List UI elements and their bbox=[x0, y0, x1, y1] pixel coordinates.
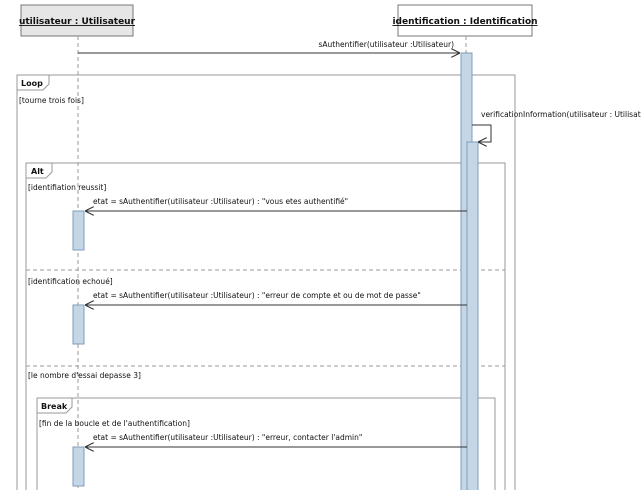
lifeline-label-utilisateur: utilisateur : Utilisateur bbox=[19, 17, 136, 27]
loop-guard: [tourne trois fois] bbox=[19, 96, 84, 105]
alt-guard-1: [identifiation reussit] bbox=[28, 183, 106, 192]
loop-tab bbox=[16, 74, 50, 91]
lifeline-head-identification bbox=[397, 4, 533, 37]
break-keyword: Break bbox=[41, 402, 68, 411]
break-frame bbox=[36, 397, 496, 490]
break-fragment: Break [fin de la boucle et de l'authenti… bbox=[36, 397, 496, 490]
message-return-authentifie[interactable]: etat = sAuthentifier(utilisateur :Utilis… bbox=[85, 197, 467, 211]
break-tab bbox=[36, 397, 73, 414]
message-return-contacter-admin[interactable]: etat = sAuthentifier(utilisateur :Utilis… bbox=[85, 433, 467, 447]
activation-utilisateur-1 bbox=[72, 210, 85, 251]
message-sauthentifier[interactable]: sAuthentifier(utilisateur :Utilisateur) bbox=[78, 40, 460, 53]
loop-frame bbox=[16, 74, 516, 490]
activation-utilisateur-2 bbox=[72, 304, 85, 345]
alt-guard-3: [le nombre d'essai depasse 3] bbox=[28, 371, 141, 380]
alt-frame bbox=[25, 162, 506, 490]
lifeline-head-utilisateur bbox=[20, 4, 134, 37]
message-label-sauthentifier: sAuthentifier(utilisateur :Utilisateur) bbox=[319, 40, 455, 49]
message-return-erreur-compte[interactable]: etat = sAuthentifier(utilisateur :Utilis… bbox=[85, 291, 467, 305]
lifeline-label-identification: identification : Identification bbox=[392, 17, 537, 27]
break-guard: [fin de la boucle et de l'authentificati… bbox=[39, 419, 190, 428]
alt-guard-2: [identification echoué] bbox=[28, 277, 113, 286]
message-label-return-erreur-compte: etat = sAuthentifier(utilisateur :Utilis… bbox=[93, 291, 421, 300]
loop-keyword: Loop bbox=[21, 79, 43, 88]
loop-fragment: Loop [tourne trois fois] bbox=[16, 74, 516, 490]
message-label-return-contacter-admin: etat = sAuthentifier(utilisateur :Utilis… bbox=[93, 433, 362, 442]
message-label-verification: verificationInformation(utilisateur : Ut… bbox=[481, 110, 641, 119]
alt-fragment: Alt [identifiation reussit] [identificat… bbox=[25, 162, 506, 490]
message-verification[interactable]: verificationInformation(utilisateur : Ut… bbox=[472, 110, 641, 142]
alt-tab bbox=[25, 162, 53, 179]
message-label-return-authentifie: etat = sAuthentifier(utilisateur :Utilis… bbox=[93, 197, 348, 206]
activation-utilisateur-3 bbox=[72, 446, 85, 487]
activation-identification-nested bbox=[466, 141, 479, 490]
lifeline-utilisateur[interactable]: utilisateur : Utilisateur bbox=[19, 4, 136, 490]
alt-keyword: Alt bbox=[31, 167, 44, 176]
message-arrow-verification bbox=[472, 124, 492, 142]
